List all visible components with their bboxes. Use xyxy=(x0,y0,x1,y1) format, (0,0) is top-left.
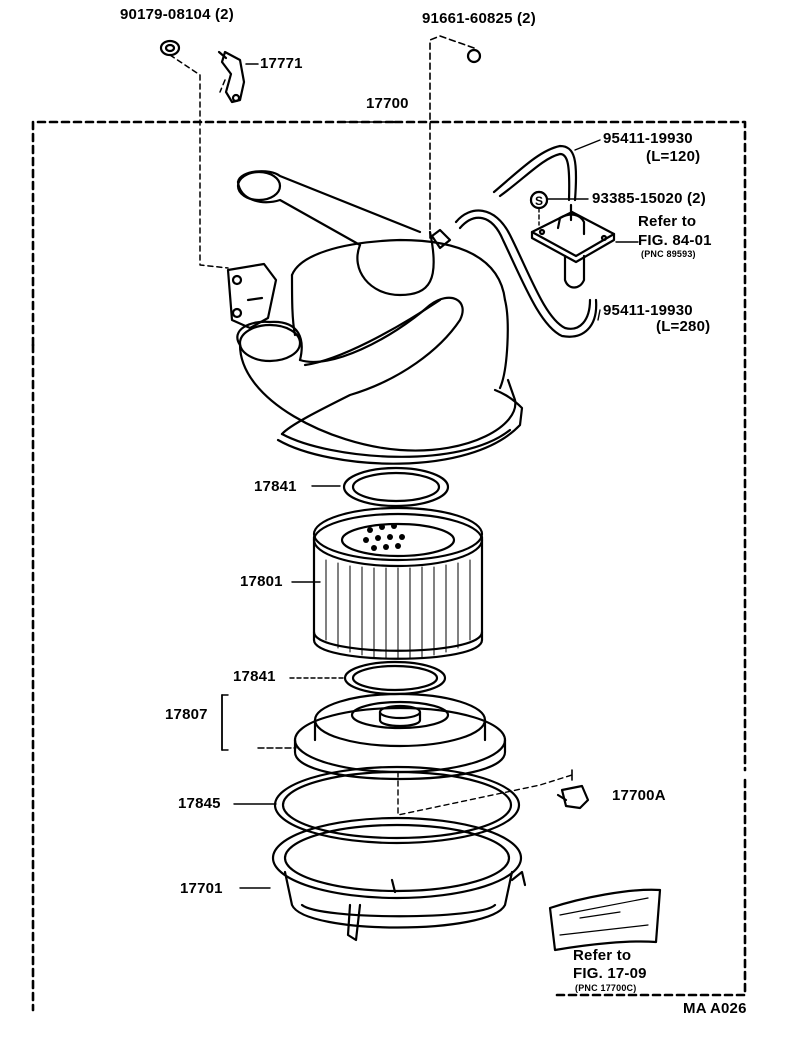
label-17771: 17771 xyxy=(260,55,303,72)
hose-L280 xyxy=(454,209,598,338)
label-17807: 17807 xyxy=(165,706,208,723)
diagram-code: MA A026 xyxy=(683,1000,747,1017)
bolt-91661 xyxy=(466,48,482,64)
assembly-frame xyxy=(31,120,747,1012)
sensor-unit xyxy=(530,203,616,289)
filter-element-17801 xyxy=(312,506,484,660)
label-fig-17-09: FIG. 17-09 xyxy=(573,965,647,982)
cover-17807 xyxy=(293,692,507,781)
label-17701: 17701 xyxy=(180,880,223,897)
label-95411-a: 95411-19930 xyxy=(603,130,693,147)
air-cleaner-housing xyxy=(226,170,524,465)
clamp-ring-17845 xyxy=(273,765,521,845)
label-93385: 93385-15020 (2) xyxy=(592,190,706,207)
label-17700: 17700 xyxy=(366,95,409,112)
label-95411-a-length: (L=120) xyxy=(646,148,701,165)
gasket-17841-lower xyxy=(343,660,447,696)
label-refer-to-1: Refer to xyxy=(638,213,697,230)
nut-90179 xyxy=(159,39,181,57)
label-95411-b-length: (L=280) xyxy=(656,318,711,335)
label-17841-upper: 17841 xyxy=(254,478,297,495)
label-17801: 17801 xyxy=(240,573,283,590)
hose-L120 xyxy=(492,144,578,202)
gasket-17841-upper xyxy=(342,466,450,508)
clip-17700A xyxy=(556,784,590,810)
label-17841-lower: 17841 xyxy=(233,668,276,685)
callout-s-letter: S xyxy=(535,194,543,208)
label-95411-b: 95411-19930 xyxy=(603,302,693,319)
label-90179: 90179-08104 (2) xyxy=(120,6,234,23)
bracket-17771 xyxy=(217,50,246,104)
label-91661: 91661-60825 (2) xyxy=(422,10,536,27)
label-17700A: 17700A xyxy=(612,787,666,804)
label-plate xyxy=(548,888,662,952)
label-pnc-17700c: (PNC 17700C) xyxy=(575,983,637,993)
label-pnc-89593: (PNC 89593) xyxy=(641,249,696,259)
label-refer-to-2: Refer to xyxy=(573,947,632,964)
bottom-case-17701 xyxy=(271,816,527,942)
label-17845: 17845 xyxy=(178,795,221,812)
label-fig-84-01: FIG. 84-01 xyxy=(638,232,712,249)
